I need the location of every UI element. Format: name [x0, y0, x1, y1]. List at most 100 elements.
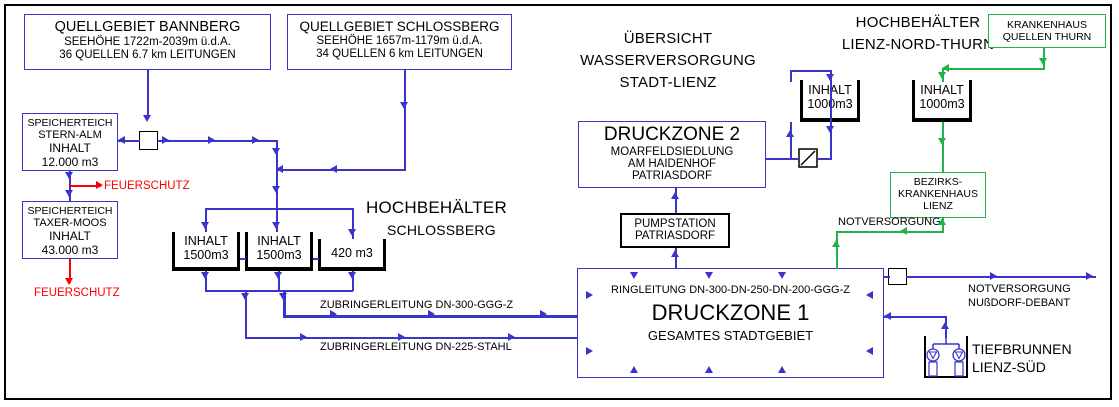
- hospital-target-line-3: LIENZ: [923, 200, 953, 212]
- druckzone2-title: DRUCKZONE 2: [603, 124, 741, 145]
- pipe-tank2-out: [278, 271, 280, 291]
- junction-box-stern-alm: [139, 131, 158, 150]
- pipe-dz1-tiefbrunnen-h: [884, 316, 946, 318]
- pipe-to-tank-1: [205, 208, 207, 232]
- pipe-tank-top-feed: [790, 70, 832, 72]
- stern-alm-line-4: 12.000 m3: [41, 155, 99, 169]
- arrow-dn225-1: [300, 333, 307, 341]
- hospital-source-box: KRANKENHAUS QUELLEN THURN: [988, 14, 1106, 48]
- tank-schlossberg-1: INHALT 1500m3: [172, 232, 240, 271]
- notversorgung-nussdorf-line-1: NOTVERSORGUNG: [968, 283, 1071, 295]
- pipe-valve-to-riser: [818, 158, 832, 160]
- arrow-dz1-bottom-3: [778, 366, 786, 373]
- arrow-schlossberg-down: [400, 102, 408, 109]
- diagram-title-line-1: ÜBERSICHT: [623, 30, 713, 47]
- hb-schlossberg-title-2: SCHLOSSBERG: [387, 222, 496, 238]
- arrow-dz1-left-in-2: [586, 347, 593, 355]
- pipe-schlossberg-west: [276, 169, 406, 171]
- pipe-fire-branch-2: [69, 259, 71, 283]
- diagram-title-line-2: WASSERVERSORGUNG: [580, 52, 756, 69]
- arrow-nussdorf-2: [1086, 272, 1093, 280]
- pipe-tank1-out: [205, 271, 207, 291]
- fire-protection-label-1: FEUERSCHUTZ: [104, 180, 190, 192]
- bannberg-capacity: 36 QUELLEN 6.7 km LEITUNGEN: [59, 49, 236, 61]
- arrow-sternalm-down-2: [65, 190, 73, 197]
- arrow-pump-up: [671, 250, 679, 257]
- arrow-tank2-out: [274, 272, 282, 279]
- notversorgung-hospital-label: NOTVERSORGUNG: [838, 216, 941, 228]
- pipe-riser-to-tank-east-side: [830, 70, 832, 160]
- hb-lienz-nord-title-1: HOCHBEHÄLTER: [855, 14, 981, 31]
- arrow-dz1-bottom-2: [705, 366, 713, 373]
- arrow-junction-east-2: [208, 136, 215, 144]
- arrow-tank-inlet: [826, 74, 834, 81]
- tank-lienz-nord-east: INHALT 1000m3: [912, 80, 972, 122]
- arrow-fire-1: [96, 181, 103, 189]
- pipe-dn300-riser: [283, 290, 286, 317]
- arrow-bannberg-down: [143, 115, 151, 122]
- notversorgung-nussdorf-line-2: NUßDORF-DEBANT: [968, 297, 1071, 309]
- hospital-target-line-1: BEZIRKS-: [913, 176, 963, 188]
- valve-box-nussdorf: [888, 268, 907, 285]
- arrow-dn225-riser: [241, 293, 249, 300]
- pipe-green-tank-to-hospital: [942, 122, 944, 172]
- druckzone2-line-2: MOARFELDSIEDLUNG: [610, 146, 734, 158]
- zubringer-225-label: ZUBRINGERLEITUNG DN-225-STAHL: [320, 341, 512, 353]
- arrow-tank1-out: [201, 272, 209, 279]
- tank-schlossberg-1-label: INHALT: [184, 234, 228, 248]
- arrow-dz1-bottom-1: [630, 366, 638, 373]
- arrow-green-west: [942, 64, 949, 72]
- schlossberg-altitude: SEEHÖHE 1657m-1179m ü.d.A.: [316, 35, 483, 47]
- stern-alm-line-1: SPEICHERTEICH: [27, 117, 113, 129]
- arrow-schlossberg-west-1: [276, 165, 283, 173]
- arrow-tank3-out: [348, 272, 356, 279]
- pipe-nussdorf-main: [906, 276, 1096, 278]
- tank-schlossberg-1-volume: 1500m3: [183, 248, 229, 262]
- pipe-tank-collector: [205, 290, 353, 292]
- hb-schlossberg-title-1: HOCHBEHÄLTER: [366, 198, 507, 217]
- hospital-source-line-2: QUELLEN THURN: [1002, 31, 1092, 43]
- arrow-dn225-3: [508, 333, 515, 341]
- valve-icon-druckzone2: [798, 148, 818, 168]
- arrow-dn300-2: [428, 310, 435, 318]
- pipe-bannberg-down: [147, 70, 149, 118]
- diagram-title-line-3: STADT-LIENZ: [619, 74, 717, 91]
- pipe-green-hospital-up: [942, 218, 944, 232]
- pipe-green-notversorgung-h: [836, 231, 944, 233]
- pipe-tank1-tank2: [240, 258, 246, 260]
- tank-lienz-nord-east-volume: 1000m3: [919, 97, 965, 111]
- arrow-junction-east-1: [162, 136, 169, 144]
- stern-alm-line-3: INHALT: [49, 141, 91, 155]
- pipe-valve-west-link: [766, 158, 790, 160]
- arrow-dz1-right-in-1: [866, 291, 873, 299]
- arrow-tiefbrunnen-to-dz1: [884, 312, 891, 320]
- taxer-moos-line-2: TAXER-MOOS: [33, 217, 107, 229]
- arrow-tiefbrunnen-up: [941, 322, 949, 329]
- arrow-junction-east-3: [252, 136, 259, 144]
- schlossberg-capacity: 34 QUELLEN 6 km LEITUNGEN: [316, 48, 483, 60]
- taxer-moos-line-4: 43.000 m3: [41, 243, 99, 257]
- bannberg-name: QUELLGEBIET BANNBERG: [54, 19, 241, 35]
- arrow-dz1-left-in-1: [586, 291, 593, 299]
- arrow-trunk-2: [272, 186, 280, 193]
- druckzone2-box: DRUCKZONE 2 MOARFELDSIEDLUNG AM HAIDENHO…: [578, 121, 766, 188]
- tiefbrunnen-line-1: TIEFBRUNNEN: [972, 341, 1072, 357]
- pipe-tank-header: [205, 208, 353, 210]
- hospital-target-line-2: KRANKENHAUS: [898, 188, 978, 200]
- arrow-to-sternalm: [118, 136, 125, 144]
- pond-box-stern-alm: SPEICHERTEICH STERN-ALM INHALT 12.000 m3: [22, 113, 118, 171]
- tank-schlossberg-2: INHALT 1500m3: [245, 232, 313, 271]
- pipe-to-tank-3: [352, 208, 354, 239]
- arrow-trunk-3: [272, 222, 280, 229]
- arrow-dz2-up: [671, 192, 679, 199]
- arrow-nussdorf-1: [990, 272, 997, 280]
- arrow-to-tank-1: [201, 222, 209, 229]
- fire-protection-label-2: FEUERSCHUTZ: [34, 287, 120, 299]
- pumpstation-box: PUMPSTATION PATRIASDORF: [620, 213, 730, 248]
- pipe-dn225-riser: [245, 290, 247, 338]
- taxer-moos-line-1: SPEICHERTEICH: [27, 205, 113, 217]
- pipe-schlossberg-down: [404, 70, 406, 170]
- stern-alm-line-2: STERN-ALM: [38, 129, 102, 141]
- hospital-target-box: BEZIRKS- KRANKENHAUS LIENZ: [890, 172, 986, 218]
- source-box-bannberg: QUELLGEBIET BANNBERG SEEHÖHE 1722m-2039m…: [24, 14, 271, 70]
